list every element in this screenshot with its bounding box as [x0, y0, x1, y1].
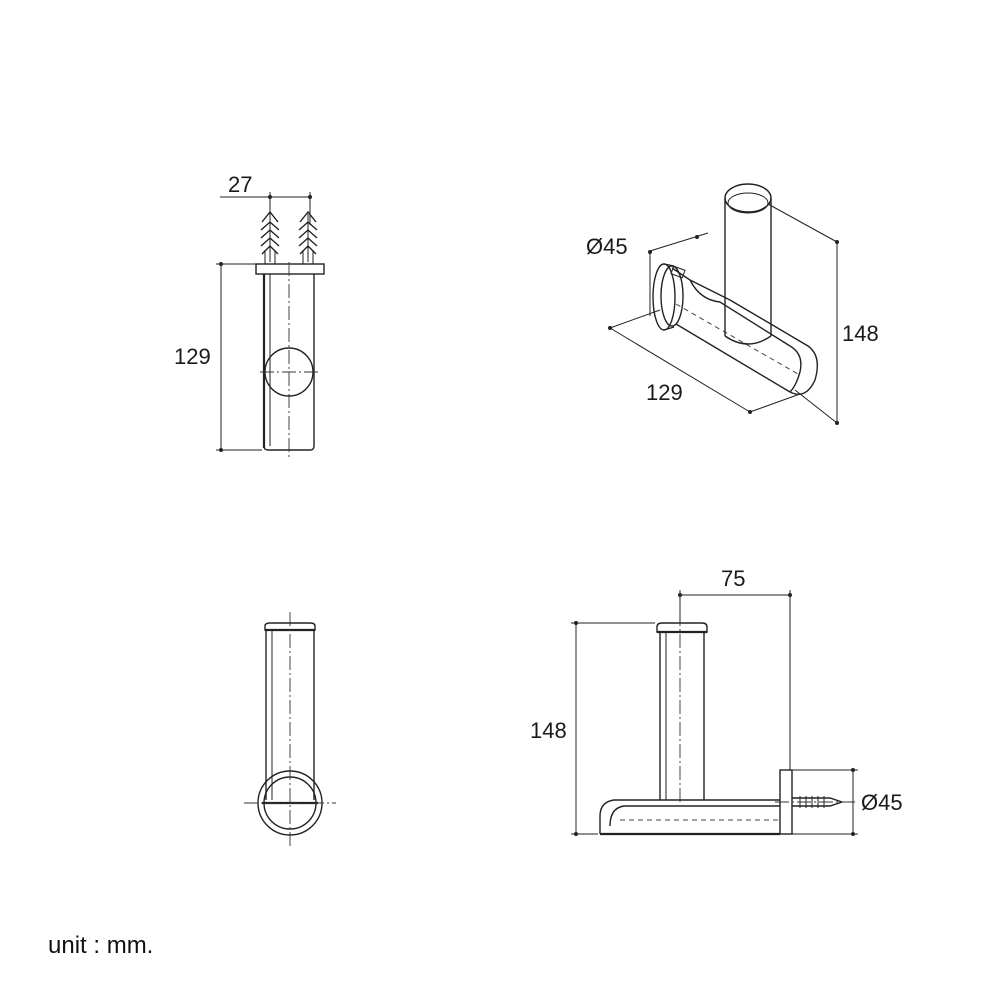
view-side-anchors: 27 129 [174, 172, 325, 460]
wall-anchor-right [298, 210, 318, 264]
dim-height-label: 148 [842, 321, 879, 346]
dim-height-label: 148 [530, 718, 567, 743]
dim-height-label: 129 [174, 344, 211, 369]
dim-length-label: 129 [646, 380, 683, 405]
view-front [244, 612, 336, 846]
unit-label: unit : mm. [48, 932, 154, 959]
dim-diameter-label: Ø45 [586, 234, 628, 259]
view-elevation: 75 148 Ø45 [530, 566, 903, 836]
dim-diameter-label: Ø45 [861, 790, 903, 815]
dim-depth-label: 75 [721, 566, 745, 591]
wall-anchor-left [260, 210, 280, 264]
view-isometric: Ø45 129 148 [586, 183, 879, 425]
dim-width-label: 27 [228, 172, 252, 197]
